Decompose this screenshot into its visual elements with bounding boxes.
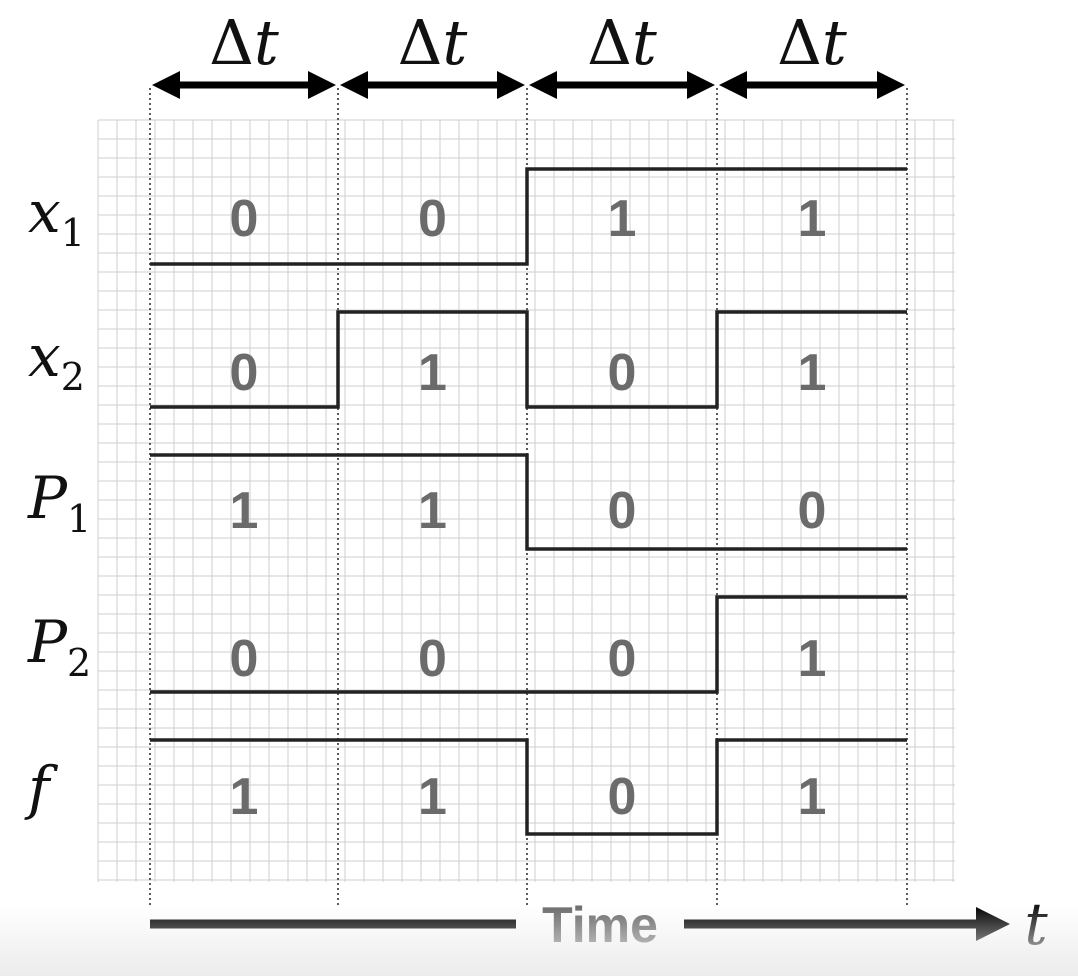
signal-bit-value: 0 <box>418 190 447 248</box>
signal-waveform <box>150 738 907 836</box>
interval-label: Δt <box>587 6 657 79</box>
signal-bit-value: 1 <box>230 768 259 826</box>
signal-label-subscript: 2 <box>67 641 91 685</box>
signal-label-name: x <box>28 322 61 390</box>
time-axis-arrowhead <box>976 907 1010 941</box>
signal-bit-value: 0 <box>230 190 259 248</box>
signal-label-name: f <box>24 754 59 822</box>
signal-bit-value: 0 <box>608 630 637 688</box>
interval-marker: Δt <box>340 6 525 99</box>
interval-arrowhead-right <box>497 71 525 99</box>
signal-row: f 1 1 0 1 <box>24 738 907 836</box>
interval-marker: Δt <box>529 6 715 99</box>
signal-label: P1 <box>27 464 91 541</box>
signal-waveform <box>150 310 907 409</box>
interval-arrowhead-right <box>308 71 336 99</box>
signal-bit-value: 0 <box>608 344 637 402</box>
interval-label-symbol: Δ <box>398 6 443 79</box>
signal-label: x2 <box>28 322 85 399</box>
interval-label-symbol: Δ <box>587 6 632 79</box>
signal-label-name: P <box>27 608 68 676</box>
interval-arrowhead-right <box>877 71 905 99</box>
signal-bit-value: 1 <box>418 482 447 540</box>
signal-bit-value: 0 <box>230 630 259 688</box>
interval-marker: Δt <box>152 6 336 99</box>
signal-bit-value: 0 <box>418 630 447 688</box>
time-axis-label: Time <box>542 897 658 953</box>
interval-label-variable: t <box>442 6 467 79</box>
signal-waveform <box>150 453 907 551</box>
signal-label: f <box>24 754 59 822</box>
interval-arrowhead-left <box>719 71 747 99</box>
signal-bit-value: 0 <box>798 482 827 540</box>
signal-bit-value: 1 <box>798 344 827 402</box>
signal-bit-value: 1 <box>608 190 637 248</box>
interval-arrowhead-left <box>152 71 180 99</box>
signal-row: P2 0 0 0 1 <box>27 595 907 694</box>
signal-bit-value: 0 <box>608 768 637 826</box>
signal-waveform <box>150 595 907 694</box>
interval-label: Δt <box>777 6 847 79</box>
signal-label-name: P <box>27 464 68 532</box>
signal-bit-value: 0 <box>230 344 259 402</box>
interval-marker: Δt <box>719 6 905 99</box>
interval-arrowhead-left <box>529 71 557 99</box>
interval-label: Δt <box>209 6 279 79</box>
interval-label: Δt <box>398 6 468 79</box>
time-axis-variable: t <box>1024 890 1048 958</box>
interval-arrowhead-left <box>340 71 368 99</box>
signal-bit-value: 1 <box>798 768 827 826</box>
signal-bit-value: 1 <box>418 344 447 402</box>
signal-bit-value: 1 <box>798 190 827 248</box>
signal-row: x2 0 1 0 1 <box>28 310 907 409</box>
signal-label-name: x <box>28 178 61 246</box>
interval-label-symbol: Δ <box>209 6 254 79</box>
signal-label-subscript: 1 <box>67 497 91 541</box>
signal-bit-value: 1 <box>418 768 447 826</box>
interval-arrowhead-right <box>687 71 715 99</box>
signal-bit-value: 0 <box>608 482 637 540</box>
signal-label: P2 <box>27 608 91 685</box>
interval-label-variable: t <box>822 6 847 79</box>
signal-waveform <box>150 167 907 266</box>
interval-label-variable: t <box>254 6 279 79</box>
signal-label-subscript: 1 <box>61 211 85 255</box>
signal-bit-value: 1 <box>230 482 259 540</box>
interval-label-variable: t <box>632 6 657 79</box>
interval-label-symbol: Δ <box>777 6 822 79</box>
signal-label: x1 <box>28 178 85 255</box>
time-axis: Time t <box>150 890 1048 958</box>
signal-label-subscript: 2 <box>61 355 85 399</box>
signal-bit-value: 1 <box>798 630 827 688</box>
